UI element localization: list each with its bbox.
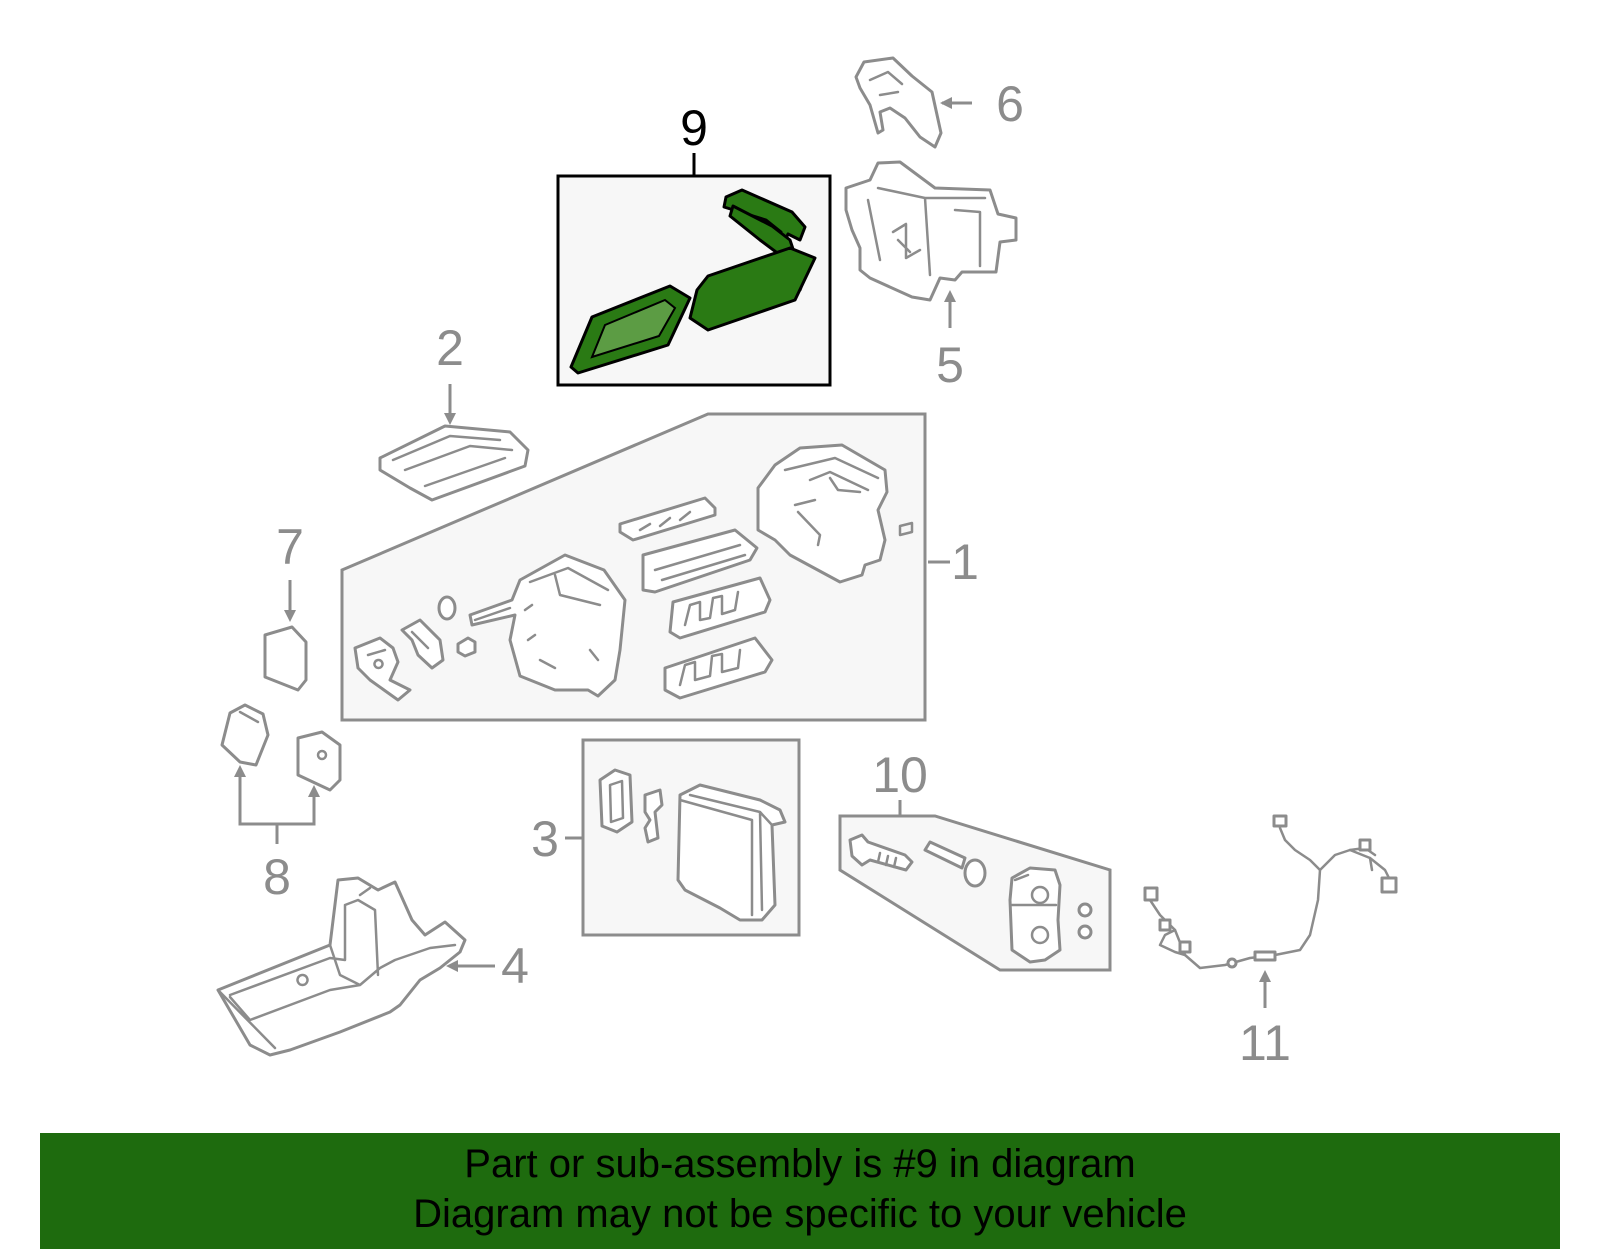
part-4-housing <box>216 876 467 1057</box>
part-4-group[interactable]: 4 <box>216 876 529 1057</box>
part-1-door-2-detail <box>683 590 740 627</box>
callout-7-arrow <box>284 610 296 622</box>
part-10-washer <box>963 858 987 888</box>
callout-5: 5 <box>936 337 964 393</box>
part-8-sensor-left-detail <box>238 710 260 724</box>
info-banner: Part or sub-assembly is #9 in diagram Di… <box>40 1133 1560 1249</box>
part-1-actuator-detail <box>366 648 387 670</box>
callout-2: 2 <box>436 320 464 376</box>
part-11-grommet <box>1226 957 1238 969</box>
part-7-sensor <box>263 625 308 692</box>
part-10-bracket-hole-2 <box>1030 925 1050 945</box>
part-1-case-left-detail <box>473 566 610 670</box>
part-2-group[interactable]: 2 <box>378 320 530 502</box>
callout-6: 6 <box>996 76 1024 132</box>
part-11-group[interactable]: 11 <box>1143 814 1398 1071</box>
part-1-case-right <box>756 443 889 584</box>
part-3-clip <box>643 788 664 844</box>
part-11-connector-1 <box>1143 886 1159 902</box>
part-11-harness-branch-1 <box>1278 826 1322 872</box>
callout-4: 4 <box>501 938 529 994</box>
callout-8-arrow-left <box>234 765 246 777</box>
callout-4-arrow <box>446 960 458 972</box>
part-3-evaporator <box>676 783 787 922</box>
part-1-grommet <box>437 595 457 621</box>
banner-line-2: Diagram may not be specific to your vehi… <box>413 1192 1187 1236</box>
callout-3: 3 <box>531 811 559 867</box>
part-10-grommet-1 <box>1077 902 1093 918</box>
heater-core-seal-inner <box>590 298 677 359</box>
callout-11: 11 <box>1239 1015 1291 1071</box>
part-5-blend-door-housing <box>844 160 1018 302</box>
part-5-group[interactable]: 5 <box>844 160 1018 393</box>
part-9-group[interactable]: 9 <box>556 100 832 387</box>
part-3-seal <box>598 768 634 834</box>
part-10-bracket-hole-1 <box>1030 885 1050 905</box>
part-11-connector-6 <box>1380 876 1398 894</box>
callout-1: 1 <box>951 534 979 590</box>
part-11-connector-2 <box>1158 918 1172 932</box>
part-10-pin <box>923 840 967 870</box>
part-1-case-right-detail <box>783 456 914 547</box>
part-10-panel <box>838 814 1112 972</box>
callout-7: 7 <box>276 519 304 575</box>
part-2-detail <box>391 434 514 488</box>
part-1-door-3-detail <box>678 648 742 687</box>
part-3-seal-detail <box>608 779 625 824</box>
part-10-group[interactable]: 10 <box>838 747 1112 972</box>
callout-8: 8 <box>263 849 291 905</box>
part-4-detail <box>216 886 457 1050</box>
part-10-grommet-2 <box>1077 924 1093 940</box>
heater-core-body <box>688 246 817 332</box>
part-3-group[interactable]: 3 <box>531 738 801 937</box>
callout-10: 10 <box>872 747 928 803</box>
callout-11-arrow <box>1259 970 1271 982</box>
part-1-door-1-detail <box>653 543 747 582</box>
part-1-door-2 <box>668 576 772 640</box>
part-10-bracket-detail <box>1010 873 1058 907</box>
part-5-detail <box>866 186 987 277</box>
part-8-sensor-right <box>296 730 342 792</box>
part-3-evaporator-detail <box>678 793 774 917</box>
callout-2-arrow <box>444 413 456 425</box>
part-1-filter-top-detail <box>638 510 692 532</box>
part-1-group[interactable]: 1 <box>340 412 979 722</box>
part-6-bracket <box>854 56 943 149</box>
callout-8-arrow-right <box>308 785 320 797</box>
part-10-bracket <box>1008 866 1062 964</box>
part-11-connector-4 <box>1272 814 1288 828</box>
part-6-detail <box>868 70 904 97</box>
callout-6-arrow <box>940 97 952 109</box>
part-1-clip <box>456 636 477 658</box>
part-8-group[interactable]: 8 <box>220 703 342 905</box>
part-7-group[interactable]: 7 <box>263 519 308 692</box>
callout-9: 9 <box>680 100 708 156</box>
part-1-case-left <box>468 553 627 698</box>
part-11-clip <box>1253 950 1277 962</box>
part-11-harness-branch-2 <box>1158 928 1187 957</box>
part-2-duct-seal <box>378 424 530 502</box>
banner-line-1: Part or sub-assembly is #9 in diagram <box>464 1142 1136 1186</box>
part-8-sensor-right-hole <box>316 749 328 761</box>
part-1-lever-detail <box>410 630 430 650</box>
part-11-connector-5 <box>1358 838 1372 852</box>
part-6-group[interactable]: 6 <box>854 56 1024 149</box>
part-11-connector-3 <box>1178 940 1192 954</box>
callout-5-arrow <box>944 290 956 302</box>
part-1-door-3 <box>663 636 774 700</box>
part-10-bolt-thread <box>876 851 898 869</box>
